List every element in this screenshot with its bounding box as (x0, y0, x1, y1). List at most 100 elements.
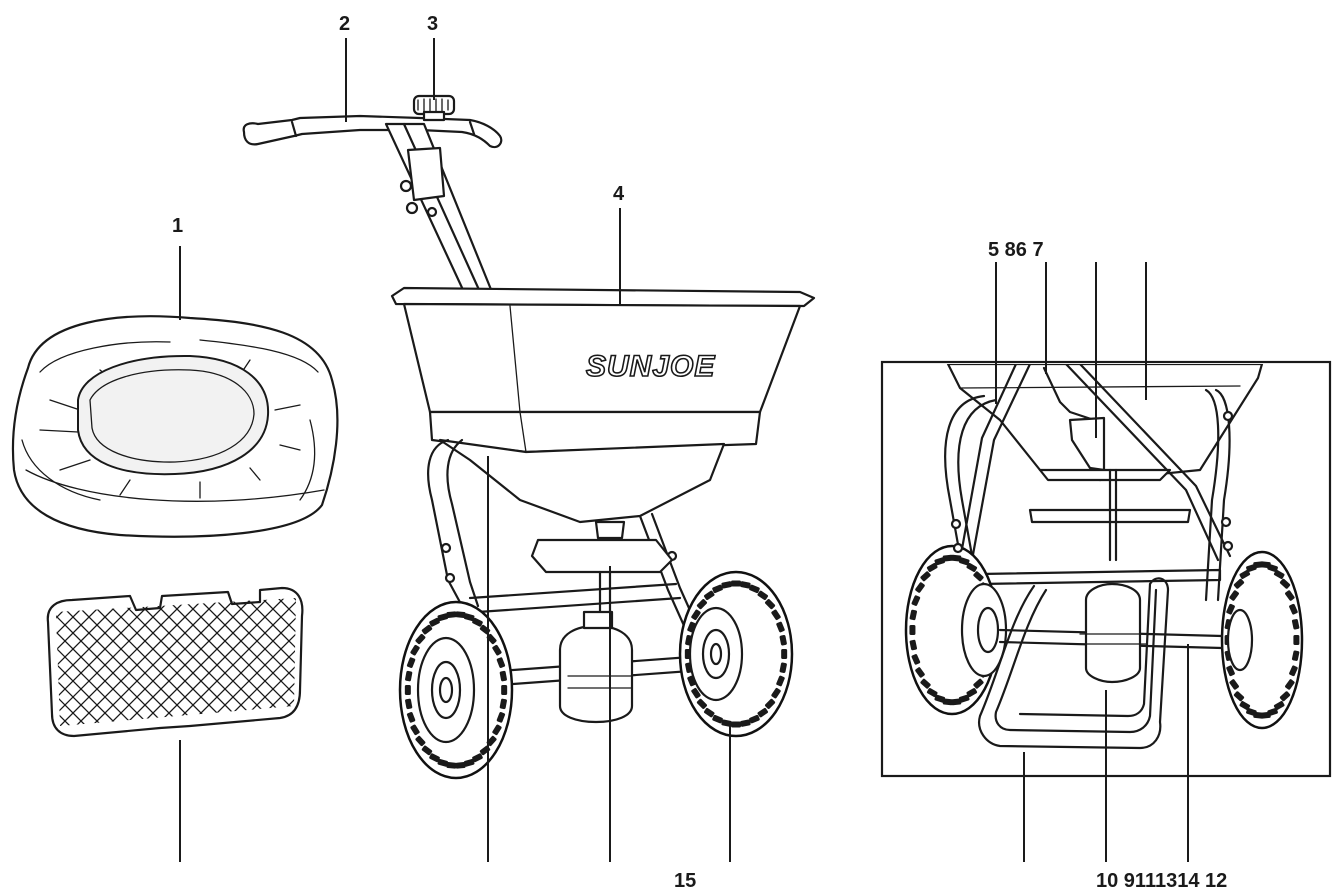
tire-tread-block (446, 762, 457, 769)
tire-tread-block (934, 557, 946, 566)
tire-tread-block (920, 678, 931, 689)
tire-tread-block (1285, 590, 1295, 601)
callout-4: 4 (613, 183, 625, 205)
callout-15: 15 (674, 870, 696, 892)
tire-tread-block (415, 735, 426, 747)
tire-tread-block (1239, 700, 1251, 711)
callout-group-bottom-right: 10 9111314 12 (1096, 870, 1227, 892)
tire-tread-block (740, 581, 751, 589)
tire-tread-block (781, 649, 788, 659)
tire-tread-block (909, 639, 917, 651)
tire-tread-block (765, 698, 776, 709)
tire-tread-block (712, 714, 723, 724)
tire-tread-block (712, 584, 723, 594)
tire-tread-block (455, 611, 466, 618)
tire-tread-block (406, 712, 416, 723)
left-wheel (398, 600, 514, 780)
tire-tread-block (911, 654, 921, 665)
right-wheel (678, 570, 794, 738)
tire-tread-block (966, 562, 978, 572)
tire-tread-block (492, 724, 502, 736)
tire-tread-block (920, 571, 931, 582)
tire-tread-block (696, 698, 707, 709)
tire-tread-block (731, 580, 741, 587)
tire-tread-block (463, 613, 475, 622)
tire-tread-block (421, 745, 433, 756)
tire-tread-block (909, 625, 916, 635)
tire-tread-block (1289, 603, 1298, 615)
tire-tread-block (950, 554, 962, 562)
tire-tread-block (1293, 635, 1300, 645)
tire-tread-block (749, 584, 760, 594)
tire-tread-block (779, 662, 787, 673)
tire-tread-block (1291, 650, 1300, 661)
tire-tread-block (492, 644, 502, 656)
tire-tread-block (950, 698, 962, 706)
tire-tread-block (926, 688, 938, 698)
tire-tread-block (776, 675, 785, 687)
tire-tread-block (1246, 707, 1257, 716)
tire-tread-block (691, 687, 701, 699)
tire-tread-block (1273, 569, 1285, 580)
tire-tread-block (776, 621, 785, 633)
tire-tread-block (1233, 691, 1245, 702)
tire-tread-block (446, 611, 457, 618)
tire-tread-block (765, 599, 776, 610)
tire-tread-block (406, 657, 416, 668)
tire-tread-block (1226, 603, 1235, 615)
tire-tread-block (499, 698, 507, 710)
tire-tread-block (915, 667, 925, 678)
tire-tread-block (740, 719, 751, 727)
tire-tread-block (404, 685, 411, 695)
tire-tread-block (486, 735, 497, 747)
tire-tread-block (496, 712, 506, 723)
tire-tread-block (749, 714, 760, 724)
tire-tread-block (1279, 691, 1291, 702)
tire-tread-block (496, 657, 506, 668)
tire-tread-block (410, 724, 420, 736)
tire-tread-block (1291, 619, 1300, 630)
tire-tread-block (973, 678, 984, 689)
callout-labels: 1 2 3 4 15 5 86 7 10 9111314 12 (172, 13, 1227, 892)
tire-tread-block (421, 624, 433, 635)
tire-tread-block (704, 707, 715, 718)
tire-tread-block (463, 758, 475, 767)
tire-tread-block (1229, 590, 1239, 601)
tire-tread-block (405, 698, 413, 710)
tire-tread-block (1289, 665, 1298, 677)
tire-tread-block (757, 707, 768, 718)
tire-tread-block (437, 613, 449, 622)
tire-tread-block (909, 609, 917, 621)
tire-tread-block (696, 599, 707, 610)
tire-tread-block (915, 582, 925, 593)
spreader: SUNJOE (242, 94, 816, 780)
tire-tread-block (405, 670, 413, 682)
tire-tread-block (757, 590, 768, 601)
tire-tread-block (415, 633, 426, 645)
tire-tread-block (911, 595, 921, 606)
tire-tread-block (1267, 564, 1278, 573)
tire-tread-block (942, 554, 954, 562)
tire-tread-block (1239, 569, 1251, 580)
callout-2: 2 (339, 13, 350, 35)
tire-tread-block (1233, 578, 1245, 589)
tire-tread-block (771, 609, 781, 621)
tire-tread-block (721, 581, 732, 589)
tire-tread-block (958, 694, 970, 703)
tire-tread-block (966, 688, 978, 698)
tire-tread-block (934, 694, 946, 703)
tire-tread-block (1273, 700, 1285, 711)
tire-tread-block (1285, 679, 1295, 690)
tire-tread-block (501, 685, 508, 695)
tire-tread-block (1226, 665, 1235, 677)
tire-tread-block (973, 571, 984, 582)
tire-tread-block (499, 670, 507, 682)
tire-tread-block (1229, 679, 1239, 690)
callout-3: 3 (427, 13, 438, 35)
tire-tread-block (731, 721, 741, 728)
tire-tread-block (779, 635, 787, 646)
tire-tread-block (429, 617, 440, 627)
tire-tread-block (1279, 578, 1291, 589)
tire-tread-block (926, 562, 938, 572)
